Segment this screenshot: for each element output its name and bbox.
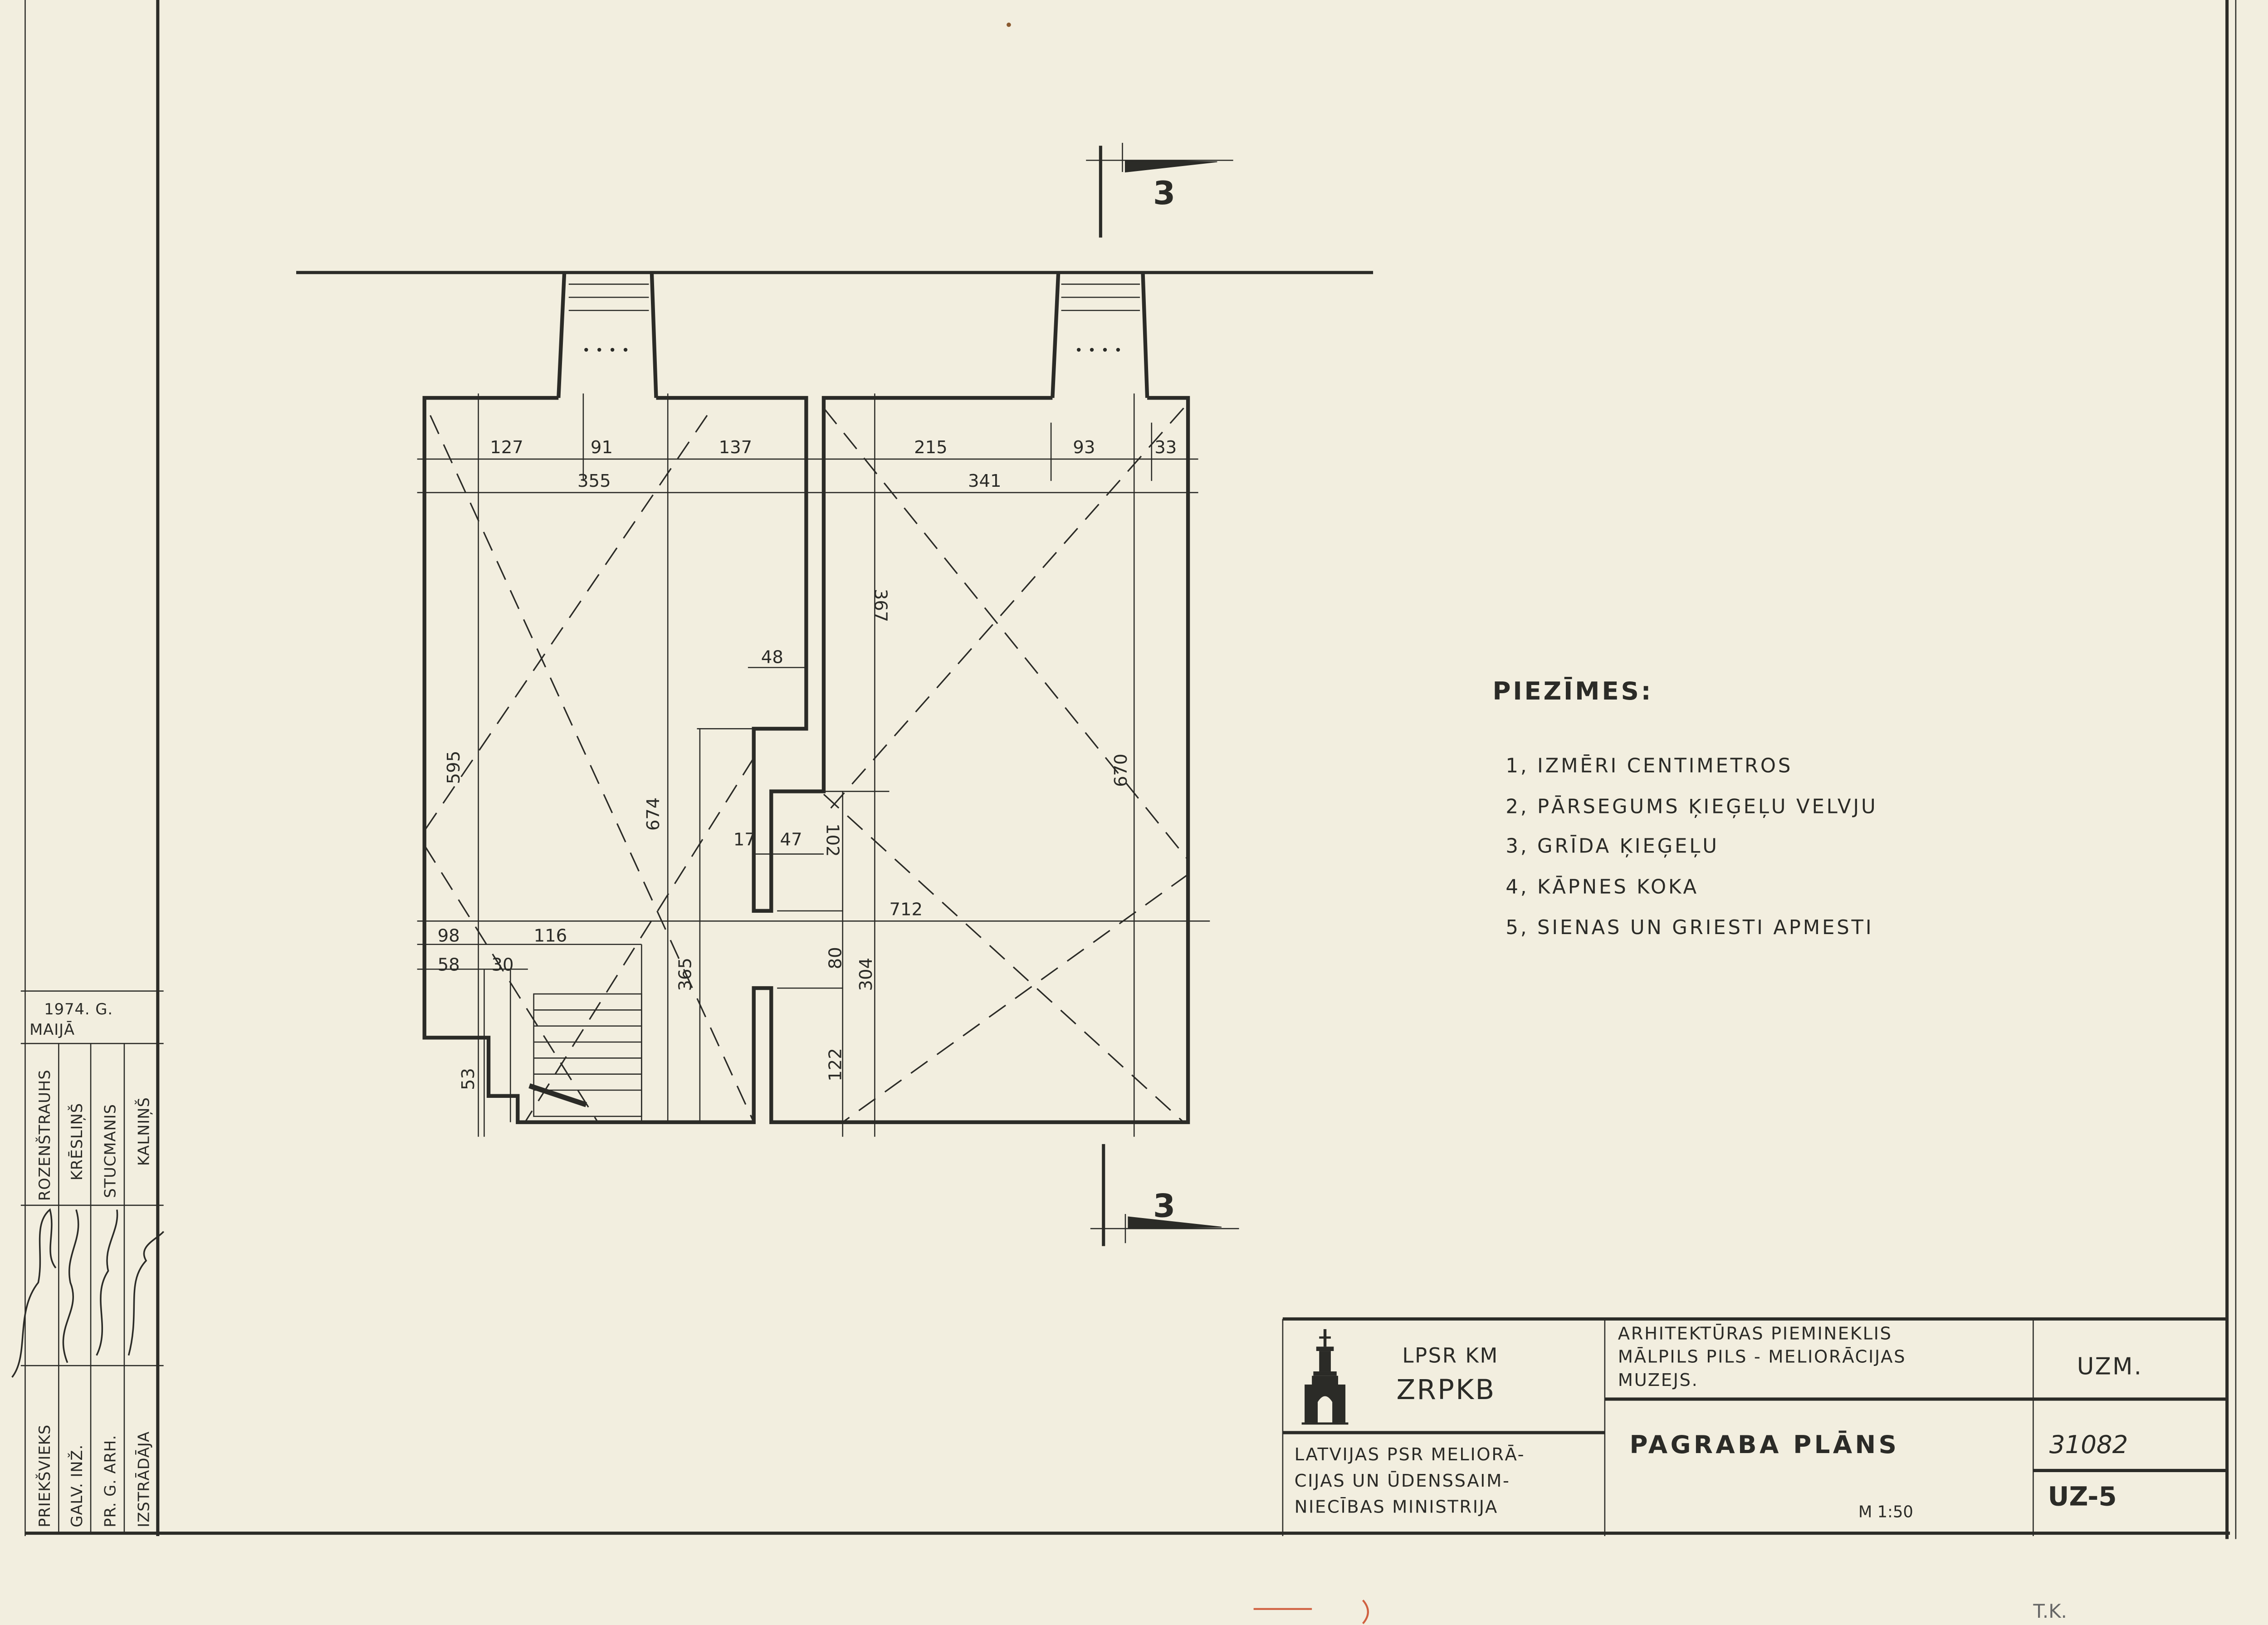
dim-label: 80 (826, 947, 846, 969)
dim-label: 102 (822, 823, 842, 857)
note-item: 3, GRĪDA ĶIEĢEĻU (1505, 835, 1719, 857)
dim-label: 127 (490, 437, 523, 458)
dim-label: 595 (444, 751, 464, 784)
dim-label: 30 (491, 955, 513, 975)
dim-label: 116 (534, 925, 567, 946)
dim-label: 367 (870, 589, 890, 622)
dim-label: 47 (780, 829, 802, 850)
section-label-bottom: 3 (1153, 1187, 1175, 1224)
dim-label: 137 (719, 437, 753, 458)
dim-label: 91 (591, 437, 613, 458)
note-item: 2, PĀRSEGUMS ĶIEĢEĻU VELVJU (1505, 796, 1877, 818)
note-item: 1, IZMĒRI CENTIMETROS (1505, 755, 1793, 778)
project-line: MUZEJS. (1618, 1370, 1699, 1390)
dim-label: 93 (1073, 437, 1095, 458)
dimension-lines (417, 393, 1210, 1137)
dim-label: 215 (914, 437, 948, 458)
note-item: 5, SIENAS UN GRIESTI APMESTI (1505, 916, 1873, 939)
sheet-frame (24, 0, 2237, 1539)
ministry-line: CIJAS UN ŪDENSSAIM- (1295, 1471, 1510, 1491)
dim-label: 670 (1111, 754, 1131, 787)
margin-note: T.K. (2033, 1600, 2067, 1622)
dim-label: 365 (675, 958, 696, 991)
dim-label: 53 (458, 1068, 479, 1090)
dim-label: 17 (733, 829, 756, 850)
ministry-line: NIECĪBAS MINISTRIJA (1295, 1497, 1498, 1517)
stamp-role: PR. G. ARH. (102, 1435, 119, 1527)
project-line: MĀLPILS PILS - MELIORĀCIJAS (1618, 1347, 1906, 1367)
drawing-scale: M 1:50 (1858, 1503, 1913, 1521)
stamp-role: GALV. INŽ. (68, 1444, 86, 1527)
ministry-line: LATVIJAS PSR MELIORĀ- (1295, 1444, 1525, 1465)
title-block: LPSR KM ZRPKB LATVIJAS PSR MELIORĀ- CIJA… (1282, 1317, 2227, 1537)
dim-label: 341 (968, 471, 1002, 491)
stamp-name: KALNIŅŠ (135, 1097, 153, 1166)
notes: PIEZĪMES: 1, IZMĒRI CENTIMETROS 2, PĀRSE… (1493, 676, 1877, 939)
notes-title: PIEZĪMES: (1493, 676, 1653, 705)
dim-label: 355 (577, 471, 611, 491)
floor-plan: 3 3 127 91 137 355 215 93 33 341 48 367 … (296, 142, 1374, 1246)
dim-label: 48 (761, 647, 783, 668)
chimney-dots (584, 348, 1120, 352)
stamp-month: MAIJĀ (29, 1021, 75, 1038)
approval-stamp: 1974. G. MAIJĀ PRIEKŠVIEKS GALV. INŽ. PR… (11, 990, 165, 1533)
org-abbrev: ZRPKB (1396, 1374, 1496, 1406)
stamp-name: STUCMANIS (102, 1104, 119, 1198)
org-name: LPSR KM (1402, 1344, 1499, 1368)
archive-number: 31082 (2049, 1430, 2128, 1459)
stamp-role: IZSTRĀDĀJA (135, 1431, 153, 1527)
dimension-labels: 127 91 137 355 215 93 33 341 48 367 595 … (438, 437, 1177, 1090)
project-line: ARHITEKTŪRAS PIEMINEKLIS (1618, 1323, 1892, 1344)
stair (528, 993, 642, 1117)
red-mark (1253, 1600, 1369, 1625)
vault-diagonals (424, 407, 1189, 1123)
dim-label: 674 (643, 798, 664, 831)
sheet-number: UZ-5 (2048, 1481, 2116, 1512)
drawing-title: PAGRABA PLĀNS (1629, 1430, 1899, 1459)
dim-label: 33 (1154, 437, 1177, 458)
stamp-date: 1974. G. (44, 1000, 113, 1018)
dim-label: 58 (438, 955, 460, 975)
walls (422, 396, 1190, 1124)
archive-code: UZM. (2077, 1353, 2143, 1380)
stamp-name: KRĒSLIŅŠ (68, 1103, 86, 1180)
section-marker-top (1086, 142, 1233, 238)
dim-label: 122 (826, 1048, 846, 1082)
dim-label: 304 (856, 958, 876, 991)
note-item: 4, KĀPNES KOKA (1505, 876, 1699, 898)
section-marker-bottom (1090, 1144, 1239, 1246)
dim-label: 712 (890, 899, 923, 920)
section-label-top: 3 (1153, 174, 1175, 212)
stamp-name: ROZENŠTRAUHS (35, 1069, 54, 1201)
tower-logo (1301, 1329, 1349, 1425)
dim-label: 98 (438, 925, 460, 946)
chimney (557, 272, 1149, 398)
paper-speck (1007, 22, 1011, 27)
stamp-role: PRIEKŠVIEKS (35, 1424, 54, 1527)
signatures (11, 1208, 165, 1378)
